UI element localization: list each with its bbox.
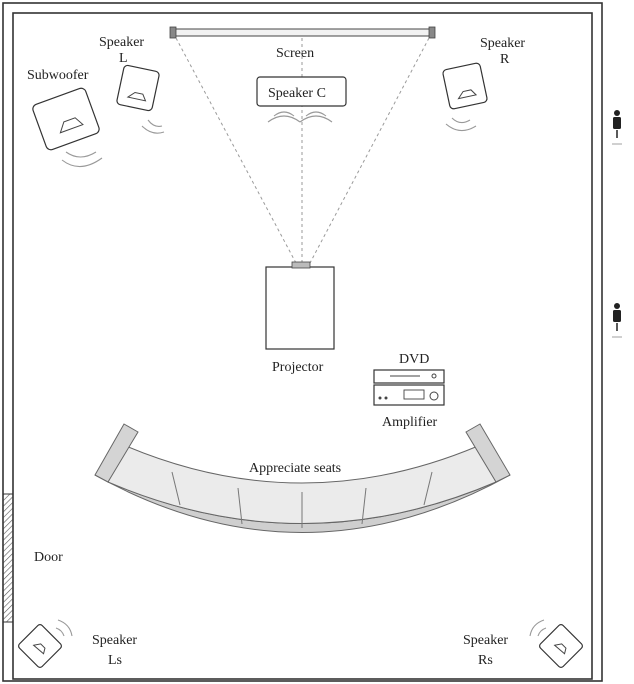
speaker-r-label-1: Speaker: [480, 36, 525, 51]
subwoofer-waves: [61, 151, 103, 168]
speaker-rs-label-2: Rs: [478, 653, 493, 668]
speaker-ls-label-2: Ls: [108, 653, 122, 668]
speaker-ls-label-1: Speaker: [92, 633, 137, 648]
speaker-r[interactable]: [442, 62, 488, 110]
speaker-l[interactable]: [116, 64, 160, 112]
speaker-r-label-2: R: [500, 52, 510, 67]
wall-fixture-icon: [612, 110, 622, 145]
appreciate-seats-sofa[interactable]: [94, 423, 511, 533]
speaker-ls[interactable]: [17, 623, 62, 668]
seats-label: Appreciate seats: [249, 461, 341, 476]
amplifier[interactable]: [373, 384, 445, 406]
speaker-r-waves: [445, 117, 477, 132]
speaker-ls-waves: [55, 619, 73, 637]
door[interactable]: [2, 493, 14, 623]
amplifier-label: Amplifier: [382, 415, 438, 430]
subwoofer[interactable]: [31, 87, 100, 151]
speaker-c-waves: [267, 111, 333, 123]
room-walls: [2, 2, 603, 682]
dvd-player[interactable]: [373, 369, 445, 384]
subwoofer-label: Subwoofer: [27, 68, 89, 83]
speaker-l-label-2: L: [119, 51, 128, 66]
speaker-rs[interactable]: [538, 623, 583, 668]
projection-beams: [175, 37, 430, 264]
speaker-rs-waves: [529, 619, 547, 637]
dvd-label: DVD: [399, 352, 429, 367]
speaker-c[interactable]: [256, 76, 347, 107]
projector-label: Projector: [272, 360, 324, 375]
door-label: Door: [34, 550, 63, 565]
speaker-rs-label-1: Speaker: [463, 633, 508, 648]
speaker-l-label-1: Speaker: [99, 35, 144, 50]
screen-label: Screen: [276, 46, 314, 61]
speaker-l-waves: [141, 119, 165, 134]
speaker-c-label: Speaker C: [268, 86, 326, 101]
wall-fixture-icon: [612, 303, 622, 338]
projector[interactable]: [265, 261, 335, 350]
screen: [169, 26, 436, 39]
